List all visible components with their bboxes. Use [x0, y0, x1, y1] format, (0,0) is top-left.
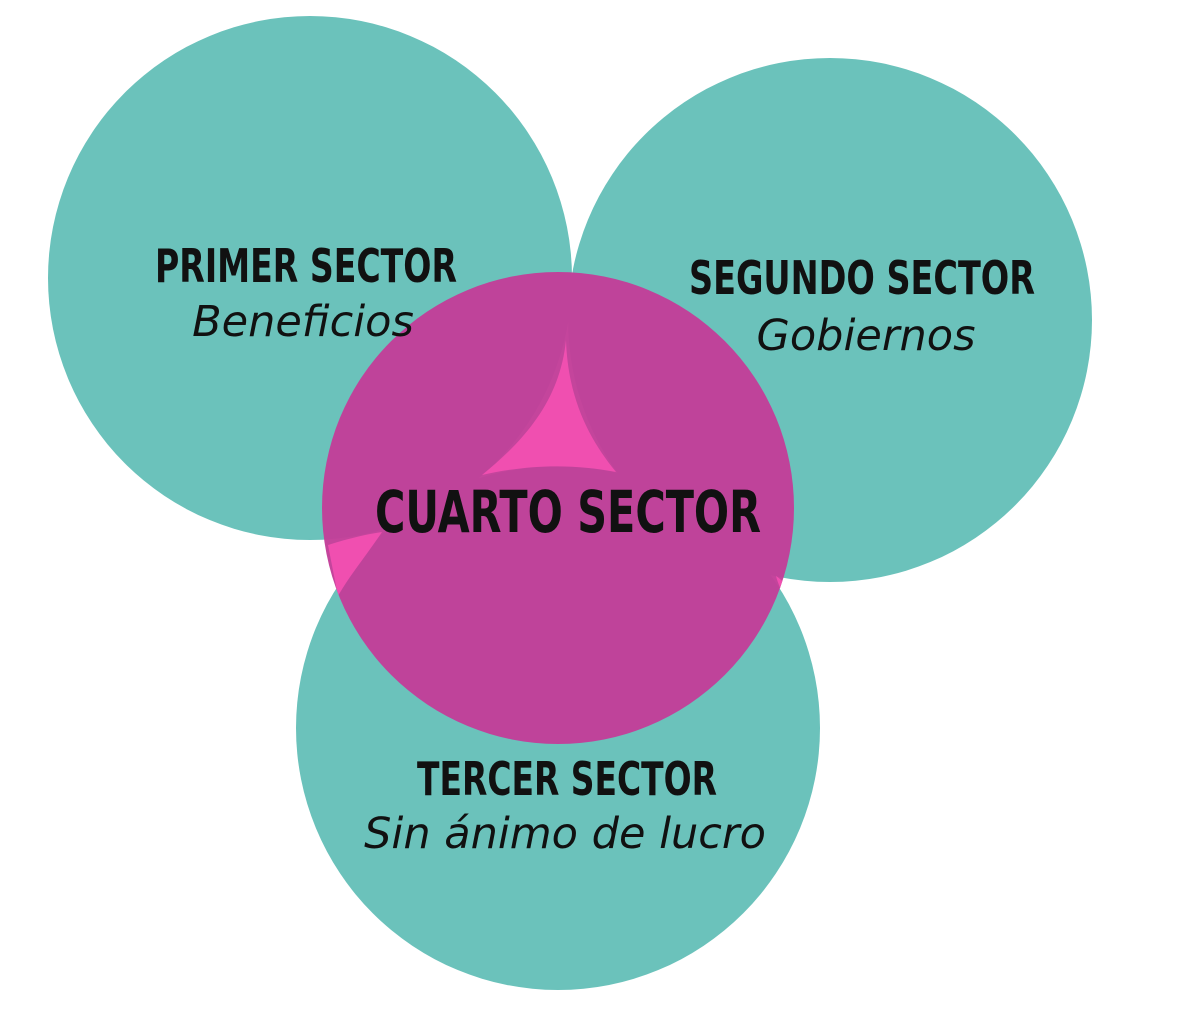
segundo-sector-title: SEGUNDO SECTOR: [689, 251, 1035, 305]
center-core-shape: [482, 340, 616, 475]
tercer-sector-subtitle: Sin ánimo de lucro: [364, 809, 766, 859]
segundo-sector-subtitle: Gobiernos: [757, 311, 976, 361]
circle-cuarto-sector: [322, 272, 794, 744]
primer-sector-subtitle: Beneficios: [192, 297, 414, 347]
primer-sector-title: PRIMER SECTOR: [155, 239, 457, 293]
center-left-sliver: [328, 532, 382, 596]
tercer-sector-title: TERCER SECTOR: [417, 752, 717, 806]
cuarto-sector-title: CUARTO SECTOR: [375, 478, 761, 546]
